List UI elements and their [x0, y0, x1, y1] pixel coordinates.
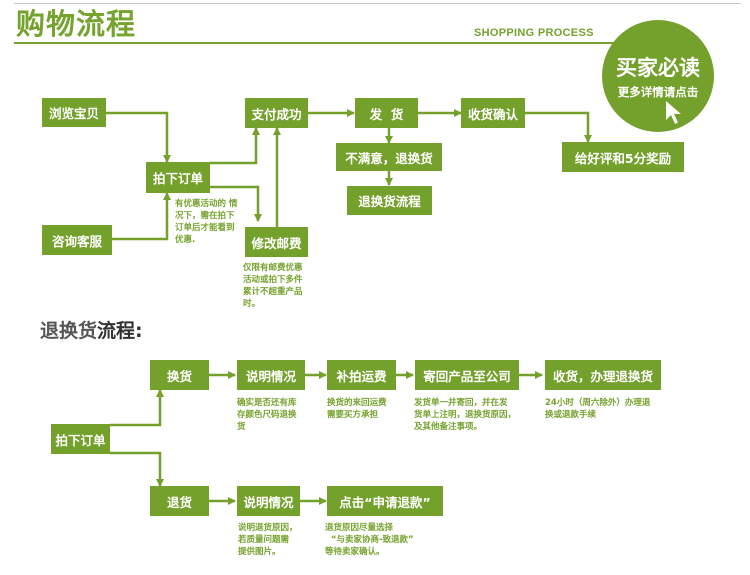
return-section-title: 退换货流程:: [40, 318, 143, 344]
note-discount: 有优惠活动的 情 况下，需在拍下 订单后才能看到 优惠.: [175, 198, 247, 246]
step-pay: 支付成功: [245, 98, 308, 128]
step-unsatisfied: 不满意，退换货: [336, 143, 442, 171]
note-line: “与卖家协商-致退款”: [325, 535, 414, 545]
step-ship: 发 货: [355, 98, 418, 128]
step-review: 给好评和5分奖励: [562, 142, 684, 172]
buyer-guide-badge[interactable]: 买家必读 更多详情请点击: [602, 20, 714, 132]
note-line: 换或退款手续: [545, 410, 597, 420]
note-line: 提供图片。: [238, 547, 281, 557]
connector: [112, 192, 171, 241]
connector: [210, 127, 260, 165]
badge-title: 买家必读: [616, 56, 700, 80]
connector: [210, 185, 262, 222]
note-line: 时。: [243, 299, 261, 309]
refund-step: 点击“申请退款”: [327, 486, 443, 516]
step-modify-shipping: 修改邮费: [245, 227, 308, 257]
refund-step: 说明情况: [237, 486, 300, 516]
note-line: 活动或拍下多件: [243, 275, 303, 285]
badge-subtitle: 更多详情请点击: [617, 85, 699, 99]
step-consult: 咨询客服: [42, 225, 112, 255]
step-return-flow[interactable]: 退换货流程: [347, 186, 432, 215]
refund-note: 说明退货原因， 若质量问题需 提供图片。: [238, 522, 322, 558]
page-title: 购物流程: [16, 7, 137, 41]
note-shipping: 仅限有邮费优惠 活动或拍下多件 累计不超重产品 时。: [243, 262, 315, 310]
note-line: 退货原因尽量选择: [325, 523, 394, 533]
top-divider: [14, 3, 741, 4]
exchange-step: 换货: [150, 360, 209, 390]
note-line: 需要买方承担: [327, 410, 379, 420]
exchange-step: 补拍运费: [327, 360, 396, 390]
return-start-place-order: 拍下订单: [51, 424, 110, 454]
note-line: 仅限有邮费优惠: [243, 263, 303, 273]
note-line: 若质量问题需: [238, 535, 290, 545]
exchange-note: 确实是否还有库 存颜色尺码退换 货: [237, 397, 321, 433]
note-line: 况下，需在拍下: [175, 211, 235, 221]
title-underline: [14, 42, 624, 44]
connector: [525, 111, 592, 143]
connector: [110, 451, 164, 487]
step-browse: 浏览宝贝: [42, 98, 106, 127]
note-line: 订单后才能看到: [175, 223, 235, 233]
return-title-part2: 流程:: [97, 320, 143, 342]
step-place-order: 拍下订单: [146, 162, 210, 193]
note-line: 有优惠活动的 情: [175, 199, 238, 209]
exchange-step: 收货，办理退换货: [545, 360, 661, 390]
note-line: 优惠.: [175, 235, 196, 245]
note-line: 换货的来回运费: [327, 398, 387, 408]
refund-step: 退货: [150, 486, 209, 516]
note-line: 确实是否还有库: [237, 398, 297, 408]
exchange-note: 换货的来回运费 需要买方承担: [327, 397, 411, 421]
note-line: 货: [237, 422, 246, 432]
note-line: 24小时（周六除外）办理退: [545, 398, 651, 408]
exchange-note: 24小时（周六除外）办理退 换或退款手续: [545, 397, 680, 421]
refund-note: 退货原因尽量选择 “与卖家协商-致退款” 等待卖家确认。: [325, 522, 455, 558]
connector: [104, 111, 171, 163]
exchange-step: 说明情况: [237, 360, 305, 390]
note-line: 及其他备注事项。: [414, 422, 483, 432]
exchange-step: 寄回产品至公司: [415, 360, 519, 390]
note-line: 累计不超重产品: [243, 287, 303, 297]
return-title-part1: 退换货: [40, 320, 98, 342]
connector: [110, 389, 164, 427]
note-line: 货单上注明，退换货原因，: [414, 410, 517, 420]
cursor-arrow-icon: [666, 101, 681, 124]
note-line: 发货单一并寄回，并在发: [414, 398, 508, 408]
note-line: 说明退货原因，: [238, 523, 298, 533]
exchange-note: 发货单一并寄回，并在发 货单上注明，退换货原因， 及其他备注事项。: [414, 397, 542, 433]
page-subtitle: SHOPPING PROCESS: [474, 27, 594, 39]
note-line: 等待卖家确认。: [325, 547, 385, 557]
note-line: 存颜色尺码退换: [237, 410, 297, 420]
step-confirm: 收货确认: [461, 98, 525, 128]
